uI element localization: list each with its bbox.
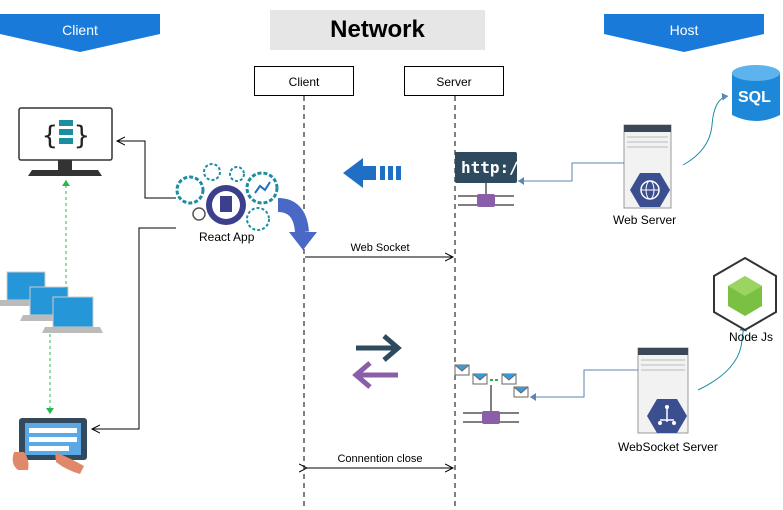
- exchange-arrows-icon: [352, 334, 402, 389]
- svg-text:}: }: [74, 121, 90, 151]
- http-label: http://: [461, 158, 529, 177]
- connection-close-label: Connention close: [337, 453, 423, 465]
- code-monitor-icon: { }: [18, 107, 113, 176]
- client-banner-shape: [0, 14, 160, 52]
- webserver-to-sql-link: [682, 92, 729, 166]
- http-router-icon: [455, 152, 517, 207]
- email-router-icon: [454, 364, 529, 424]
- react-to-tablet-link: [92, 227, 176, 429]
- http-to-webserver-link: [518, 159, 628, 185]
- node-js-label: Node Js: [729, 330, 774, 344]
- host-banner-label: Host: [669, 22, 699, 38]
- laptops-icon: [0, 271, 103, 333]
- react-app-label: React App: [199, 230, 255, 244]
- client-banner-label: Client: [62, 22, 98, 38]
- wsserver-to-node-link: [697, 324, 748, 391]
- host-banner-shape: [604, 14, 764, 52]
- sql-database-icon: [732, 65, 780, 121]
- websocket-server-icon: [637, 347, 689, 434]
- gears-icon: [175, 163, 279, 231]
- tablet-icon: [12, 418, 87, 474]
- svg-text:{: {: [42, 121, 58, 151]
- host-banner: Host: [604, 14, 764, 52]
- left-arrow-icon: [343, 158, 401, 188]
- client-banner: Client: [0, 14, 160, 52]
- sql-label: SQL: [738, 89, 771, 106]
- server-lifeline-header: Server: [404, 66, 504, 96]
- web-socket-label: Web Socket: [350, 242, 410, 254]
- monitor-to-react-link: [117, 141, 176, 199]
- websocket-server-label: WebSocket Server: [618, 440, 718, 454]
- email-to-wsserver-link: [530, 366, 642, 401]
- client-lifeline-header: Client: [254, 66, 354, 96]
- curved-down-arrow-icon: [277, 198, 317, 250]
- web-server-label: Web Server: [613, 213, 677, 227]
- nodejs-icon: [713, 256, 777, 332]
- web-server-icon: [623, 124, 672, 209]
- network-title: Network: [270, 10, 485, 50]
